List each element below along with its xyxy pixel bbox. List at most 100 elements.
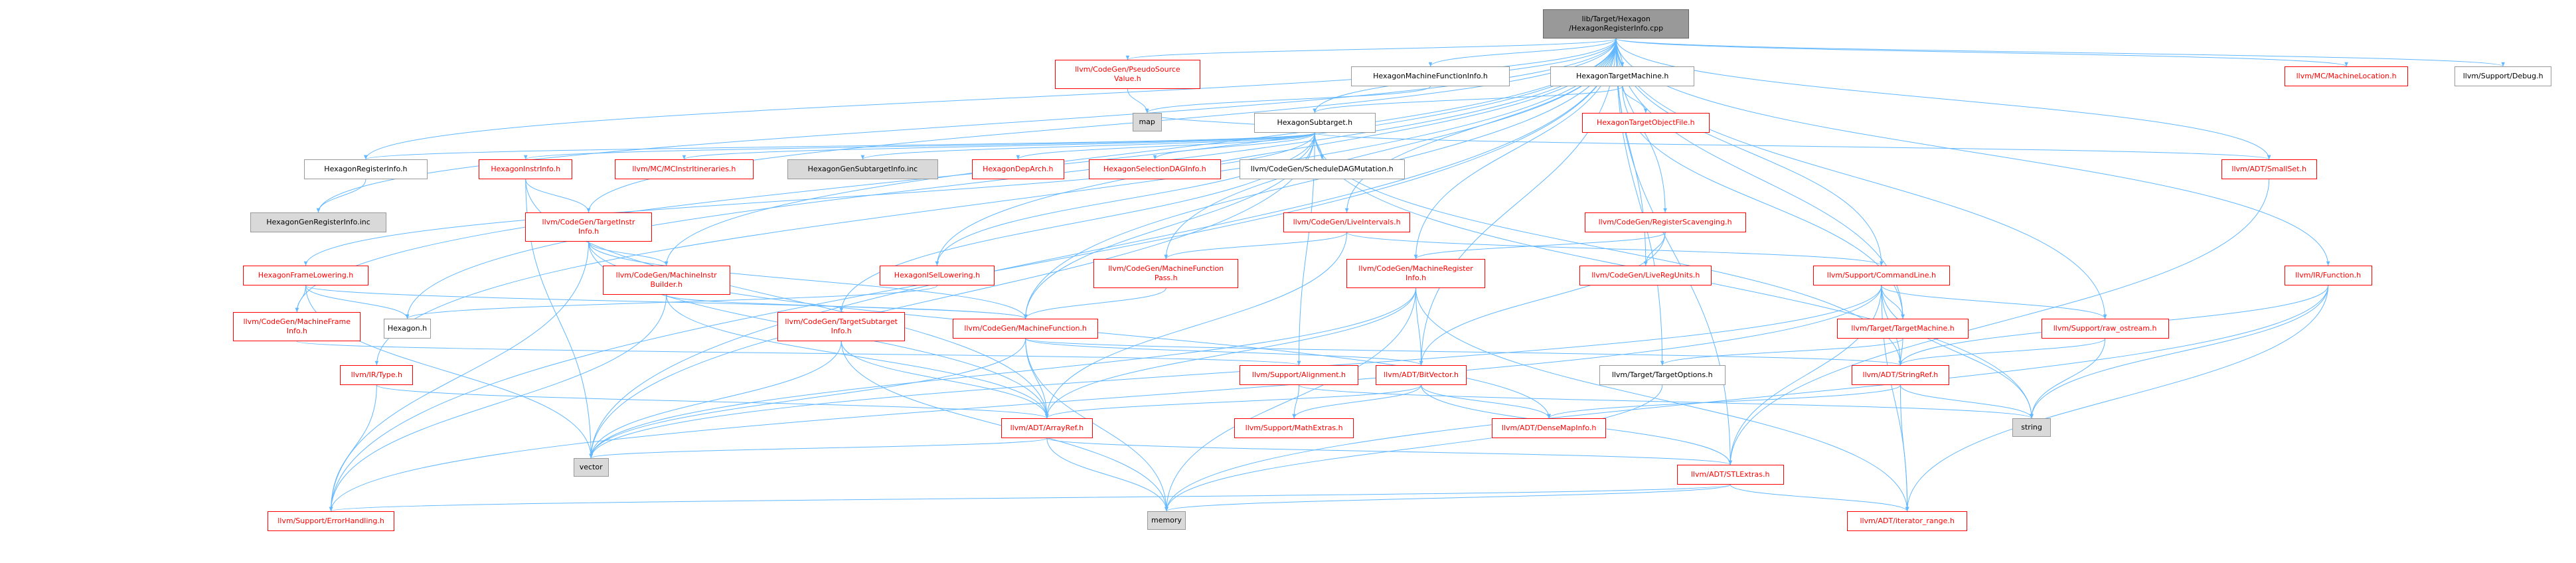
edge-bitvec-to-arrayref — [1045, 384, 1422, 419]
edge-mf-to-stringref — [1025, 338, 1902, 366]
node-densemap[interactable]: llvm/ADT/DenseMapInfo.h — [1492, 418, 1606, 438]
edge-tsi-to-vector — [589, 341, 842, 459]
edge-root-to-bitvec — [1419, 38, 1617, 366]
node-tm[interactable]: llvm/Target/TargetMachine.h — [1837, 319, 1969, 339]
node-mathext[interactable]: llvm/Support/MathExtras.h — [1234, 418, 1354, 438]
edge-root-to-mcloc — [1615, 38, 2348, 67]
edge-hst-to-hii — [524, 132, 1315, 160]
edge-mib-to-arrayref — [666, 294, 1049, 419]
node-mf[interactable]: llvm/CodeGen/MachineFunction.h — [952, 319, 1099, 339]
node-hfl[interactable]: HexagonFrameLowering.h — [243, 266, 368, 285]
edge-mri-to-vector — [589, 287, 1417, 459]
node-debug[interactable]: llvm/Support/Debug.h — [2454, 66, 2552, 86]
edge-mfi-to-align — [296, 341, 1301, 366]
edge-root-to-hisl — [935, 38, 1617, 266]
node-mcii[interactable]: llvm/MC/MCInstrItineraries.h — [615, 159, 754, 179]
edge-topt-to-memory — [1165, 384, 1663, 512]
node-iterrange[interactable]: llvm/ADT/iterator_range.h — [1846, 511, 1968, 531]
node-mfp[interactable]: llvm/CodeGen/MachineFunction Pass.h — [1093, 259, 1239, 288]
node-mib[interactable]: llvm/CodeGen/MachineInstr Builder.h — [602, 266, 730, 295]
node-sdagm[interactable]: llvm/CodeGen/ScheduleDAGMutation.h — [1239, 159, 1405, 179]
node-hdep[interactable]: HexagonDepArch.h — [972, 159, 1064, 179]
node-htm[interactable]: HexagonTargetMachine.h — [1550, 66, 1694, 86]
edge-cmdline-to-string — [1881, 285, 2034, 419]
edge-htm-to-htof — [1622, 86, 1648, 114]
node-hgrinc[interactable]: HexagonGenRegisterInfo.inc — [250, 212, 386, 232]
edge-root-to-topt — [1615, 38, 1664, 366]
node-cmdline[interactable]: llvm/Support/CommandLine.h — [1812, 266, 1951, 285]
edge-mf-to-memory — [1025, 338, 1168, 512]
edge-tsi-to-arrayref — [841, 341, 1049, 419]
edge-hst-to-hisl — [935, 132, 1315, 266]
node-hsiinc[interactable]: HexagonGenSubtargetInfo.inc — [787, 159, 938, 179]
node-hisl[interactable]: HexagonISelLowering.h — [880, 266, 995, 285]
node-lru[interactable]: llvm/CodeGen/LiveRegUnits.h — [1579, 266, 1712, 285]
edge-arrayref-to-stlextras — [1046, 438, 1732, 465]
edge-mf-to-vector — [589, 338, 1026, 459]
edge-hri-to-hgrinc — [316, 179, 366, 213]
edge-stringref-to-string — [1899, 384, 2034, 419]
node-rawos[interactable]: llvm/Support/raw_ostream.h — [2041, 319, 2169, 339]
node-mfi[interactable]: llvm/CodeGen/MachineFrame Info.h — [233, 312, 361, 341]
edge-function-to-iterrange — [1905, 285, 2329, 512]
edge-function-to-string — [2030, 285, 2329, 419]
node-hmfi[interactable]: HexagonMachineFunctionInfo.h — [1351, 66, 1510, 86]
node-mcloc[interactable]: llvm/MC/MachineLocation.h — [2284, 66, 2409, 86]
node-topt[interactable]: llvm/Target/TargetOptions.h — [1599, 365, 1726, 385]
node-align[interactable]: llvm/Support/Alignment.h — [1239, 365, 1359, 385]
edge-type-to-arrayref — [376, 384, 1049, 419]
edge-cmdline-to-errh — [329, 285, 1882, 512]
node-htof[interactable]: HexagonTargetObjectFile.h — [1581, 113, 1710, 133]
edge-cmdline-to-tm — [1881, 285, 1905, 319]
node-pseudo[interactable]: llvm/CodeGen/PseudoSource Value.h — [1054, 60, 1201, 89]
node-hri[interactable]: HexagonRegisterInfo.h — [303, 159, 428, 179]
edge-cmdline-to-stlextras — [1728, 285, 1882, 465]
node-tii[interactable]: llvm/CodeGen/TargetInstr Info.h — [524, 212, 653, 242]
edge-root-to-hgrinc — [316, 38, 1617, 213]
node-hexagon[interactable]: Hexagon.h — [384, 319, 431, 339]
node-type[interactable]: llvm/IR/Type.h — [340, 365, 414, 385]
edge-regscav-to-mri — [1413, 232, 1666, 260]
edge-mib-to-errh — [329, 294, 667, 512]
node-map[interactable]: map — [1132, 113, 1162, 131]
node-liveint[interactable]: llvm/CodeGen/LiveIntervals.h — [1283, 212, 1411, 232]
edge-hmfi-to-map — [1145, 86, 1431, 114]
edge-mri-to-iterrange — [1415, 287, 1909, 512]
edge-root-to-smallset — [1615, 38, 2271, 160]
node-tsi[interactable]: llvm/CodeGen/TargetSubtarget Info.h — [777, 312, 906, 341]
edge-root-to-hri — [364, 38, 1617, 160]
edge-root-to-pseudo — [1125, 38, 1617, 60]
node-root: lib/Target/Hexagon /HexagonRegisterInfo.… — [1543, 9, 1689, 39]
edge-root-to-mfi — [295, 38, 1617, 313]
edge-arrayref-to-vector — [589, 438, 1048, 459]
edge-stringref-to-densemap — [1547, 384, 1901, 419]
node-stlextras[interactable]: llvm/ADT/STLExtras.h — [1676, 465, 1784, 485]
node-regscav[interactable]: llvm/CodeGen/RegisterScavenging.h — [1584, 212, 1746, 232]
edge-rawos-to-string — [2030, 338, 2106, 419]
node-errh[interactable]: llvm/Support/ErrorHandling.h — [267, 511, 395, 531]
node-hsel[interactable]: HexagonSelectionDAGInfo.h — [1088, 159, 1221, 179]
edge-hst-to-hdep — [1016, 132, 1315, 160]
node-function[interactable]: llvm/IR/Function.h — [2284, 266, 2372, 285]
edge-hst-to-hsiinc — [860, 132, 1315, 160]
edge-hst-to-hsel — [1153, 132, 1315, 160]
edge-stlextras-to-memory — [1165, 484, 1731, 512]
node-memory[interactable]: memory — [1147, 511, 1186, 530]
node-vector[interactable]: vector — [573, 458, 609, 477]
node-smallset[interactable]: llvm/ADT/SmallSet.h — [2221, 159, 2317, 179]
edge-mri-to-bitvec — [1415, 287, 1423, 366]
node-hst[interactable]: HexagonSubtarget.h — [1253, 113, 1376, 133]
node-stringref[interactable]: llvm/ADT/StringRef.h — [1852, 365, 1949, 385]
edge-mfp-to-mf — [1023, 287, 1167, 319]
node-string[interactable]: string — [2012, 418, 2052, 437]
node-arrayref[interactable]: llvm/ADT/ArrayRef.h — [1001, 418, 1093, 438]
edge-hisl-to-hexagon — [405, 285, 937, 319]
node-mri[interactable]: llvm/CodeGen/MachineRegister Info.h — [1346, 259, 1486, 288]
node-hii[interactable]: HexagonInstrInfo.h — [479, 159, 573, 179]
edge-cmdline-to-vector — [589, 285, 1882, 459]
edge-mib-to-mf — [666, 294, 1028, 319]
node-bitvec[interactable]: llvm/ADT/BitVector.h — [1375, 365, 1467, 385]
edge-align-to-string — [1298, 384, 2034, 419]
edge-regscav-to-bitvec — [1419, 232, 1666, 366]
edge-arrayref-to-memory — [1046, 438, 1168, 512]
